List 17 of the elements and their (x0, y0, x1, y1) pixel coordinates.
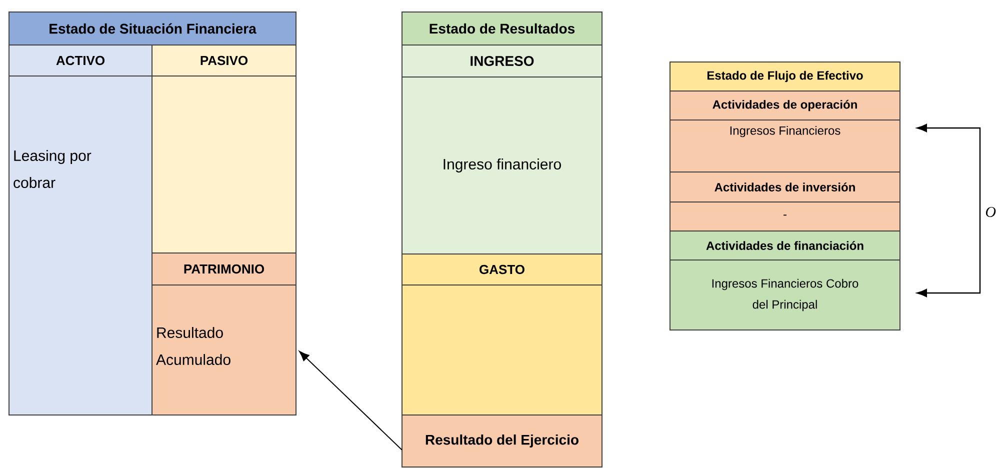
section-header: Actividades de inversión (670, 172, 900, 202)
section-header: Actividades de financiación (670, 230, 900, 260)
table-header: Estado de Situación Financiera (8, 12, 296, 46)
arrow (299, 350, 402, 450)
column-header: ACTIVO (8, 44, 152, 76)
edge-label: O (986, 206, 996, 218)
item-cell: Ingresos Financieros (670, 120, 900, 172)
section-header: Actividades de operación (670, 90, 900, 120)
column-header: GASTO (402, 254, 602, 286)
column-header: INGRESO (402, 44, 602, 78)
table-header: Estado de Flujo de Efectivo (670, 62, 900, 92)
column-header: PATRIMONIO (152, 252, 296, 286)
result-cell: Resultado del Ejercicio (402, 414, 602, 468)
table-header: Estado de Resultados (402, 12, 602, 46)
column-header: PASIVO (152, 44, 296, 76)
bracket-arrow (916, 124, 981, 298)
item-cell: - (670, 202, 900, 232)
